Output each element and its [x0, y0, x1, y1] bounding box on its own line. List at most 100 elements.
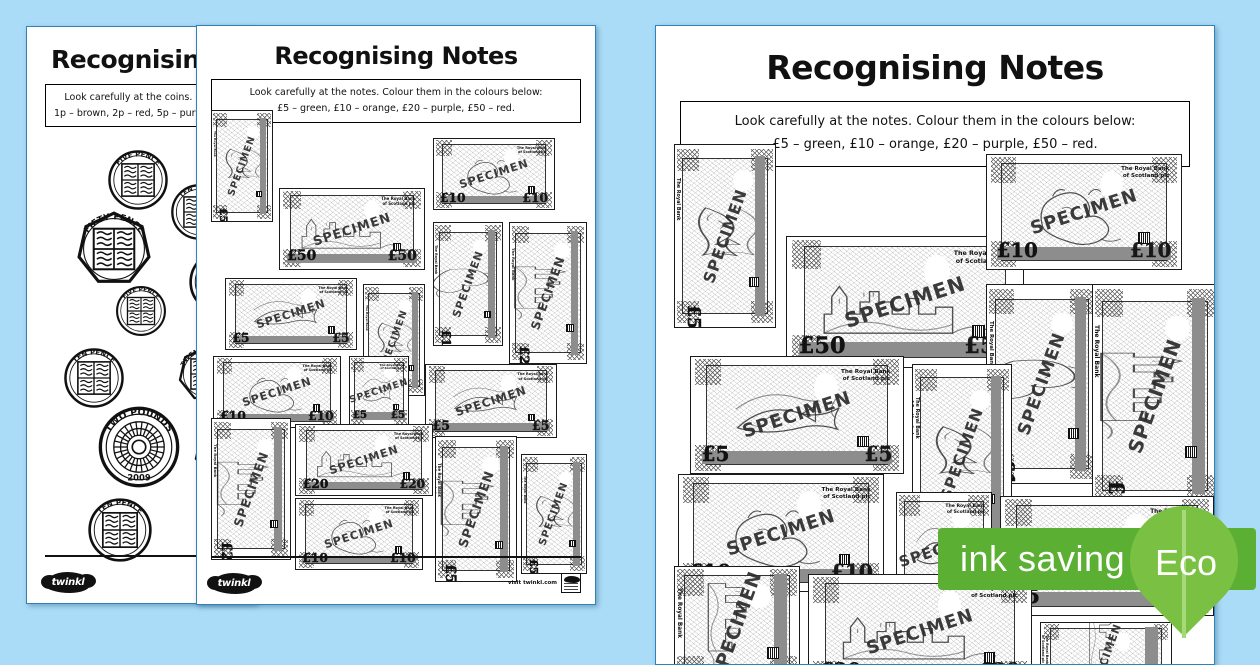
banknote-denomination: £10: [522, 190, 548, 205]
banknote-bank-name: The Royal Bank of Scotland plc: [510, 248, 515, 281]
banknote-hologram: [554, 242, 570, 259]
banknote-corner-ornament: [213, 113, 227, 127]
banknote-qr-patch: [256, 190, 263, 197]
coin-illustration: TEN PENCE: [87, 497, 153, 563]
page-title-notes-big: Recognising Notes: [766, 48, 1104, 87]
banknote-bank-name: The Royal Bank of Scotland plc: [379, 362, 405, 371]
banknote-bank-name: The Royal Bank of Scotland plc: [675, 177, 681, 221]
coin-illustration: FIVE PENCE: [115, 285, 167, 337]
banknote-gbp5: The Royal Bank of Scotland plc£5£5SPECIM…: [211, 110, 273, 222]
worksheet-page-notes-medium[interactable]: Recognising Notes Look carefully at the …: [196, 25, 596, 605]
banknote-denomination: £5: [864, 442, 893, 467]
twinkl-badge-icon: [561, 573, 581, 593]
banknote-corner-ornament: [677, 569, 704, 596]
banknote-inner-frame: [235, 283, 347, 345]
leaf-vein-icon: [1182, 510, 1186, 638]
banknote-security-band: [991, 375, 1002, 533]
banknote-motif-mammal: [309, 506, 410, 562]
banknote-security-band: [996, 247, 1172, 260]
visit-twinkl-block[interactable]: visit twinkl.com: [508, 573, 581, 593]
banknote-motif-skyline: [513, 237, 579, 349]
banknote-hologram: [1050, 312, 1074, 336]
banknote-security-band: [352, 411, 406, 420]
banknote-qr-patch: [748, 276, 759, 287]
banknote-denomination: £20: [979, 658, 1021, 664]
banknote-denomination: £50: [287, 248, 317, 265]
banknote-qr-patch: [972, 325, 986, 339]
banknote-hologram: [301, 288, 316, 307]
banknote-hologram: [559, 471, 573, 485]
banknote-security-band: [302, 481, 426, 490]
banknote-corner-ornament: [213, 421, 232, 440]
instruction-box-notes-mid: Look carefully at the notes. Colour them…: [211, 79, 581, 124]
banknote-denomination: £10: [996, 238, 1038, 263]
banknote-inner-frame: [290, 194, 414, 264]
banknote-security-band: [570, 231, 579, 355]
banknote-security-band: [499, 445, 508, 573]
banknote-qr-patch: [1068, 428, 1080, 440]
banknote-denomination: £50: [798, 333, 846, 360]
banknote-gbp50: The Royal Bank of Scotland plc£50£50SPEC…: [435, 436, 517, 582]
banknote-qr-patch: [838, 553, 851, 566]
banknote-security-band: [287, 253, 417, 263]
banknote-corner-ornament: [968, 495, 990, 517]
twinkl-logo[interactable]: twinkl: [41, 571, 96, 593]
banknote-corner-ornament: [511, 225, 529, 243]
banknote-qr-patch: [392, 243, 401, 252]
banknote-corner-ornament: [523, 556, 538, 571]
banknote-corner-ornament: [365, 287, 379, 301]
logo-blob-shape: [41, 571, 96, 593]
banknote-security-band: [432, 423, 550, 432]
banknote-hologram: [398, 300, 412, 313]
banknote-hologram: [733, 170, 754, 191]
banknote-security-band: [274, 427, 283, 551]
banknote-qr-patch: [394, 546, 402, 554]
banknote-corner-ornament: [898, 495, 920, 517]
banknote-qr-patch: [484, 311, 492, 319]
banknote-qr-patch: [569, 540, 576, 548]
banknote-corner-ornament: [216, 358, 233, 375]
banknote-hologram: [923, 255, 951, 289]
banknote-denomination: £20: [399, 476, 426, 491]
banknote-corner-ornament: [437, 439, 456, 458]
banknote-hologram: [937, 590, 961, 623]
page-title-notes-mid: Recognising Notes: [274, 42, 518, 70]
footer-notes-mid: twinkl visit twinkl.com: [197, 556, 595, 604]
banknote-qr-patch: [767, 647, 780, 660]
banknote-denomination: £5: [531, 417, 550, 433]
banknote-motif-skyline: [310, 432, 419, 488]
banknote-qr-patch: [408, 364, 415, 371]
ink-saving-label: ink saving: [960, 538, 1126, 579]
banknote-hologram: [246, 126, 260, 139]
banknote-gbp20: The Royal Bank of Scotland plc£20£20SPEC…: [509, 222, 587, 364]
banknote-bank-name: The Royal Bank of Scotland plc: [384, 506, 415, 515]
banknote-bank-name: The Royal Bank of Scotland plc: [436, 462, 442, 498]
banknote-corner-ornament: [298, 426, 315, 443]
banknote-corner-ornament: [351, 358, 365, 372]
twinkl-logo[interactable]: twinkl: [207, 572, 262, 594]
instruction-line-1: Look carefully at the coins. Colour them…: [64, 92, 255, 103]
instruction-line-1: Look carefully at the notes. Colour them…: [249, 87, 543, 98]
banknote-denomination: £5: [232, 330, 250, 345]
banknote-motif-skyline: [811, 250, 1000, 354]
banknote-corner-ornament: [435, 327, 451, 343]
banknote-motif-fish: [356, 364, 402, 418]
banknote-bank-name: The Royal Bank of Scotland plc: [1040, 635, 1049, 665]
banknote-qr-patch: [1184, 445, 1198, 459]
badge-lines: [564, 583, 578, 590]
banknote-corner-ornament: [228, 280, 245, 297]
banknote-denomination: £5: [332, 330, 350, 345]
banknote-corner-ornament: [1151, 157, 1178, 183]
banknote-denomination: £20: [302, 476, 329, 491]
banknote-denomination: £5: [216, 207, 229, 222]
banknote-bank-name: The Royal Bank of Scotland plc: [987, 320, 994, 368]
banknote-hologram: [969, 389, 990, 410]
banknote-denomination: £5: [352, 408, 368, 421]
banknote-motif-mammal: [1006, 166, 1161, 257]
banknote-gbp5: The Royal Bank of Scotland plc£5£5SPECIM…: [521, 454, 587, 574]
banknote-qr-patch: [328, 326, 336, 334]
